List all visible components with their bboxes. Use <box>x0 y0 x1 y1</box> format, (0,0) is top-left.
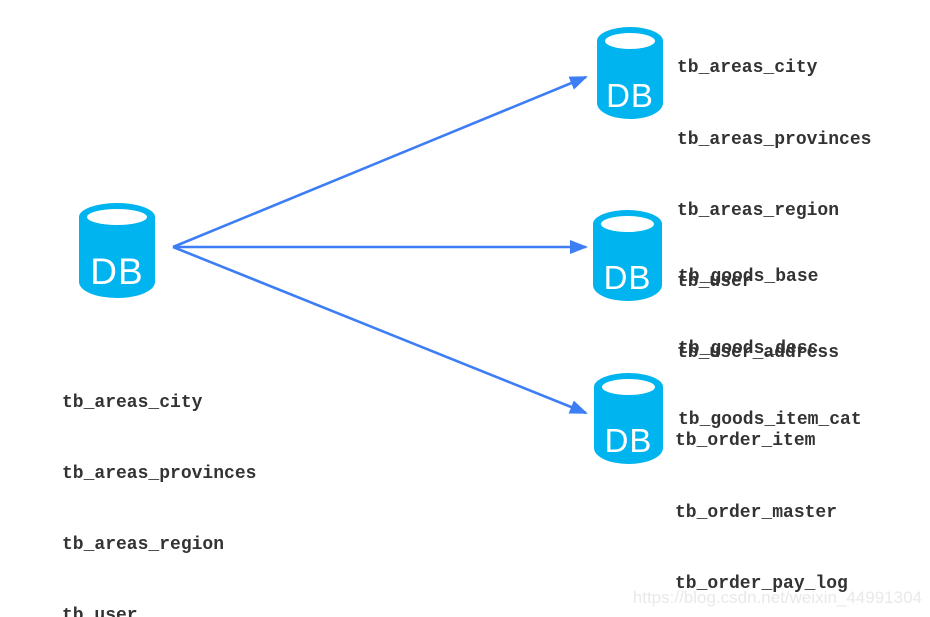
table-name: tb_areas_city <box>677 58 818 79</box>
source-database-icon: DB <box>79 203 155 298</box>
database-cylinder-top <box>87 209 147 225</box>
table-name: tb_areas_region <box>677 200 840 221</box>
shard-2-table-list: tb_goods_base tb_goods_desc tb_goods_ite… <box>678 219 862 480</box>
source-table-list: tb_areas_city tb_areas_provinces tb_area… <box>62 297 256 617</box>
table-name: tb_areas_city <box>62 392 203 413</box>
table-name: tb_goods_item_cat <box>678 409 862 430</box>
table-name: tb_user_address <box>677 342 840 363</box>
table-name: tb_areas_provinces <box>62 463 257 484</box>
table-name: tb_order_master <box>675 502 838 523</box>
arrow-to-shard-1 <box>172 75 588 249</box>
shard-1-table-list: tb_areas_city tb_areas_provinces tb_area… <box>677 10 871 413</box>
shard-1-database-icon: DB <box>597 27 663 119</box>
watermark-url: https://blog.csdn.net/weixin_44991304 <box>632 588 922 607</box>
database-cylinder-top <box>605 33 655 49</box>
source-database-label: DB <box>90 251 144 292</box>
table-name: tb_goods_desc <box>678 338 819 359</box>
table-name: tb_order_pay_log <box>675 573 848 594</box>
shard-2-database-label: DB <box>603 259 652 296</box>
table-name: tb_user <box>62 606 138 617</box>
table-name: tb_order_item <box>675 431 816 452</box>
shard-3-database-icon: DB <box>594 373 663 464</box>
table-name: tb_areas_provinces <box>677 129 872 150</box>
shard-3-table-list: tb_order_item tb_order_master tb_order_p… <box>675 383 848 617</box>
shard-2-database-icon: DB <box>593 210 662 301</box>
table-name: tb_user <box>677 271 753 292</box>
source-table-group-areas-user: tb_areas_city tb_areas_provinces tb_area… <box>62 344 256 617</box>
database-cylinder-top <box>602 379 655 395</box>
database-cylinder-top <box>601 216 654 232</box>
shard-3-database-label: DB <box>604 422 653 459</box>
table-name: tb_goods_base <box>678 267 819 288</box>
shard-1-database-label: DB <box>606 77 654 114</box>
table-name: tb_areas_region <box>62 535 225 556</box>
